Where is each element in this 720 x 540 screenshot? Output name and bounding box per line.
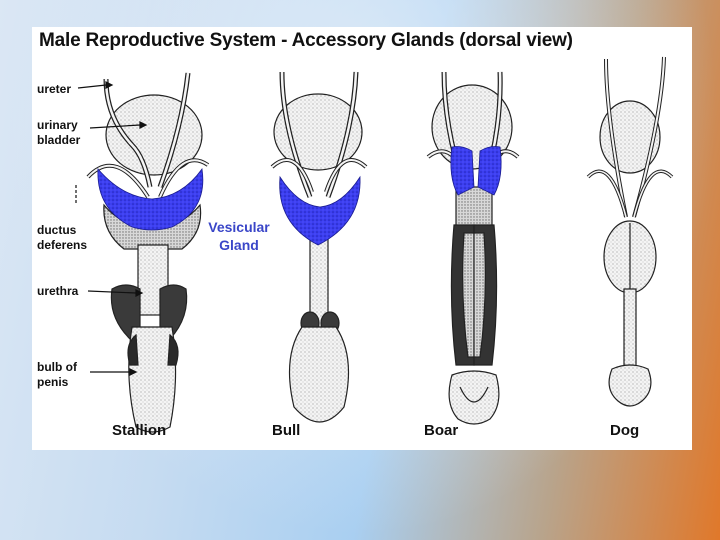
boar-organ <box>428 72 518 424</box>
bull-vesicular-gland <box>280 177 360 245</box>
vesicular-label-line1: Vesicular <box>204 218 274 236</box>
anatomy-figure: Male Reproductive System - Accessory Gla… <box>32 27 692 450</box>
boar-vesicular-gland-left <box>451 147 474 196</box>
anatomy-diagram <box>32 27 692 450</box>
label-bladder: bladder <box>37 133 80 148</box>
label-ureter: ureter <box>37 82 71 97</box>
label-bulb-of: bulb of <box>37 360 77 375</box>
label-urethra: urethra <box>37 284 78 299</box>
figure-title: Male Reproductive System - Accessory Gla… <box>39 30 573 52</box>
species-dog: Dog <box>610 422 639 439</box>
vesicular-gland-label: Vesicular Gland <box>204 218 274 254</box>
boar-vesicular-gland-right <box>478 147 501 196</box>
bull-organ <box>272 72 366 422</box>
species-boar: Boar <box>424 422 458 439</box>
label-ductus: ductus <box>37 223 76 238</box>
dog-organ <box>588 57 672 406</box>
vesicular-label-line2: Gland <box>204 236 274 254</box>
label-urinary: urinary <box>37 118 78 133</box>
species-stallion: Stallion <box>112 422 166 439</box>
label-deferens: deferens <box>37 238 87 253</box>
species-bull: Bull <box>272 422 300 439</box>
label-penis: penis <box>37 375 68 390</box>
